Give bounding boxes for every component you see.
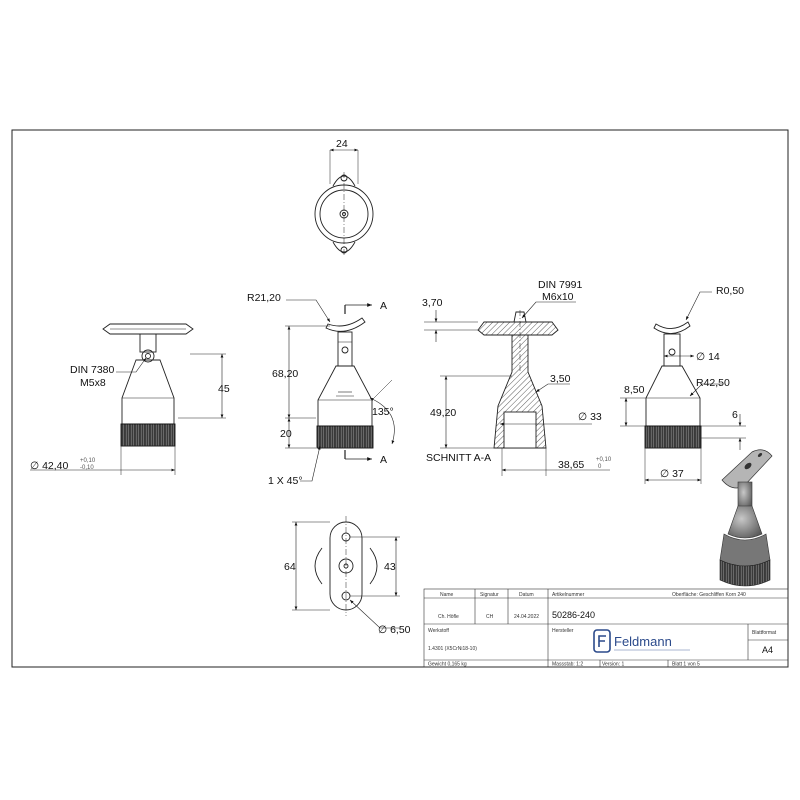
label-din7380: DIN 7380: [70, 364, 115, 376]
tb-col-name: Name: [440, 592, 454, 598]
label-m5x8: M5x8: [80, 377, 106, 389]
dim-d650: ∅ 6,50: [378, 624, 411, 636]
section-a-a-view: [424, 301, 610, 476]
dim-r050: R0,50: [716, 285, 744, 297]
section-mark-a-bottom: A: [380, 454, 387, 466]
feldmann-logo: Feldmann: [593, 629, 690, 653]
tb-name: Ch. Höfle: [438, 614, 459, 620]
dim-d37: ∅ 37: [660, 468, 684, 480]
side-view: [285, 299, 395, 482]
tb-datum: 24.04.2022: [514, 614, 539, 620]
dim-r2120: R21,20: [247, 292, 281, 304]
tb-massstab: Massstab: 1:2: [552, 662, 583, 668]
isometric-illustration: [719, 449, 773, 587]
dim-3865: 38,65: [558, 459, 584, 471]
section-mark-a-top: A: [380, 300, 387, 312]
dim-6: 6: [732, 409, 738, 421]
tb-col-datum: Datum: [519, 592, 534, 598]
dim-850: 8,50: [624, 384, 645, 396]
dim-370: 3,70: [422, 297, 443, 309]
tb-werkstoff: 1.4301 (X5CrNi18-10): [428, 646, 477, 652]
tb-blattformat: A4: [762, 645, 773, 655]
section-title: SCHNITT A-A: [426, 452, 491, 464]
dim-350: 3,50: [550, 373, 571, 385]
top-view: [314, 148, 374, 256]
dim-43: 43: [384, 561, 396, 573]
front-view: [30, 323, 226, 475]
label-m6x10: M6x10: [542, 291, 574, 303]
tb-signatur: CH: [486, 614, 494, 620]
dim-tol-minus: -0,10: [80, 465, 94, 471]
tb-oberflaeche: Oberfläche: Geschliffen Korn 240: [672, 592, 746, 598]
dim-tol-plus-2: +0,10: [596, 457, 612, 463]
dim-4920: 49,20: [430, 407, 456, 419]
tb-artikelnummer: 50286-240: [552, 610, 595, 620]
bottom-view: [292, 516, 400, 629]
dim-d33: ∅ 33: [578, 411, 602, 423]
tb-col-signatur: Signatur: [480, 592, 499, 598]
tb-artikelnummer-label: Artikelnummer: [552, 592, 585, 598]
dim-tol-plus: +0,10: [80, 458, 96, 464]
tb-werkstoff-label: Werkstoff: [428, 628, 450, 634]
tb-version: Version: 1: [602, 662, 624, 668]
tb-blattformat-label: Blattformat: [752, 630, 777, 636]
dim-6820: 68,20: [272, 368, 298, 380]
tb-company: Feldmann: [614, 634, 672, 649]
dim-r4250: R42,50: [696, 377, 730, 389]
right-view: [620, 291, 746, 484]
dim-64: 64: [284, 561, 296, 573]
tb-gewicht: Gewicht 0,165 kg: [428, 662, 467, 668]
dim-chamfer: 1 X 45°: [268, 475, 303, 487]
dim-d4240: ∅ 42,40: [30, 460, 68, 472]
tb-hersteller-label: Hersteller: [552, 628, 574, 634]
tb-blatt: Blatt 1 von 5: [672, 662, 700, 668]
dim-135: 135°: [372, 406, 394, 418]
dim-top-width: 24: [336, 138, 348, 150]
title-block: [423, 588, 789, 668]
drawing-frame: [11, 129, 789, 668]
dim-d14: ∅ 14: [696, 351, 720, 363]
label-din7991: DIN 7991: [538, 279, 583, 291]
dim-20: 20: [280, 428, 292, 440]
dim-tol-zero: 0: [598, 464, 602, 470]
dim-45: 45: [218, 383, 230, 395]
